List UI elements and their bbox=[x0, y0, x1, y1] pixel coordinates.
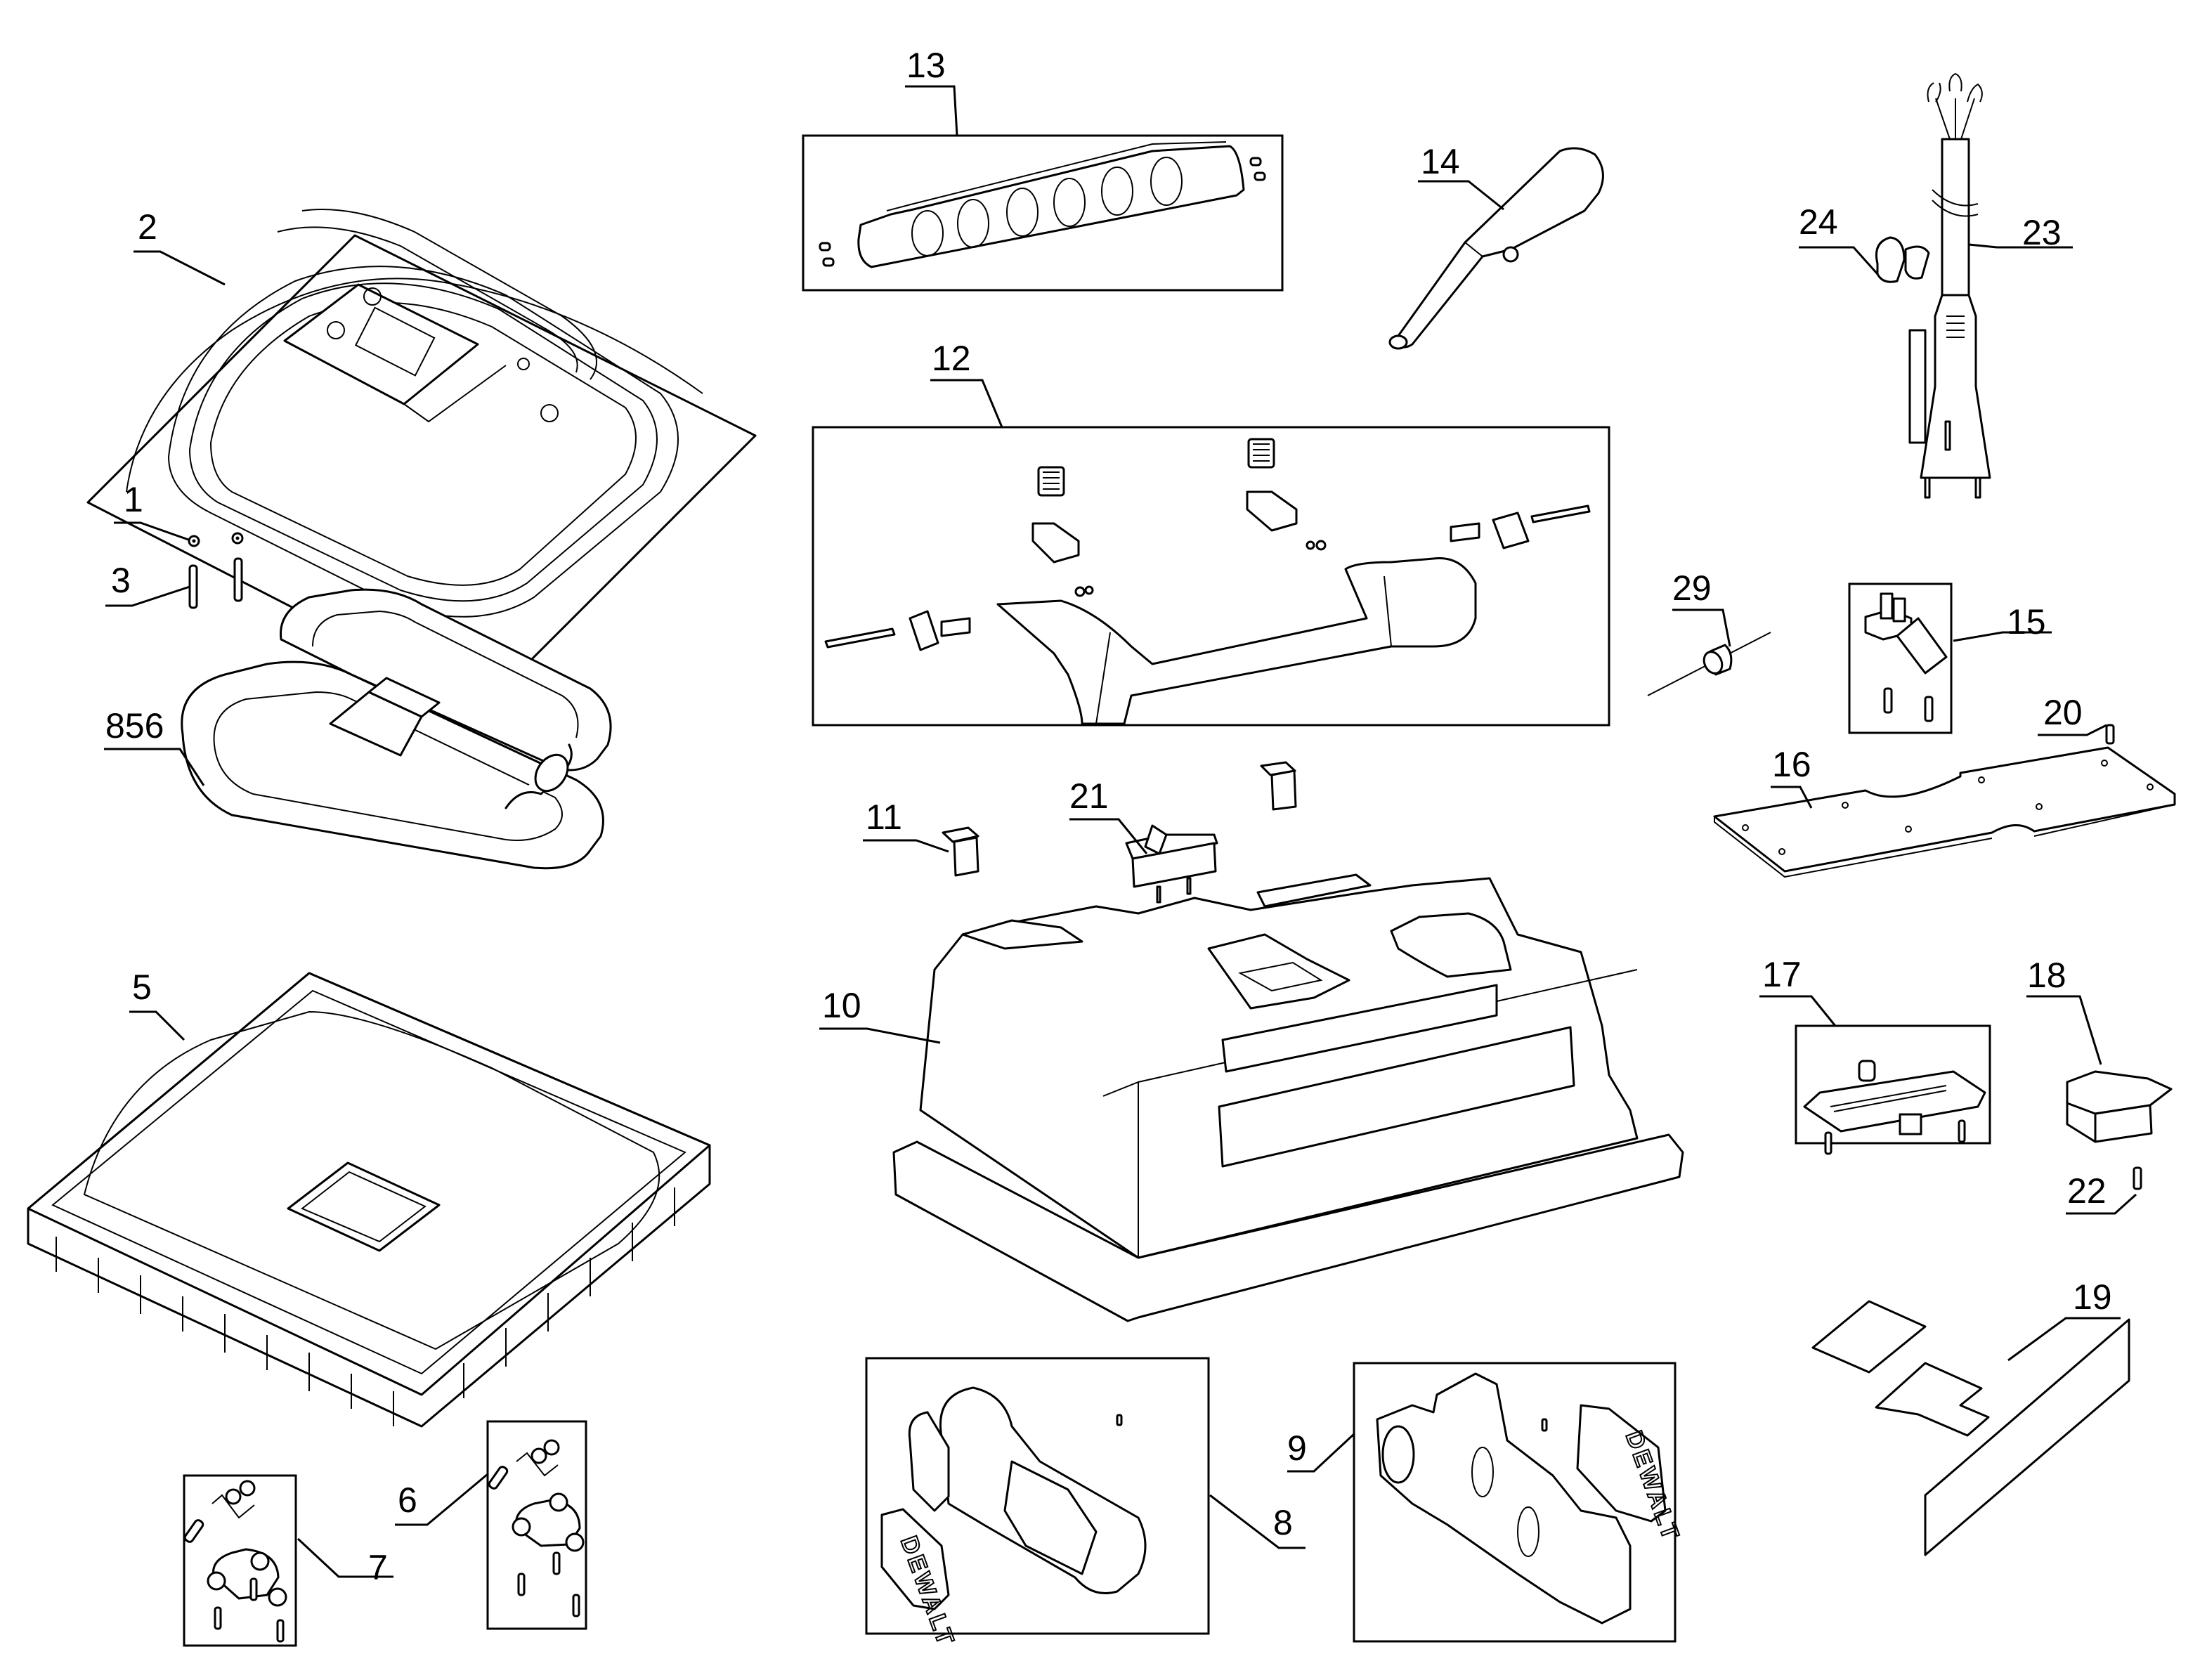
part-5-lens-frame bbox=[27, 972, 711, 1428]
callout-label-9: 9 bbox=[1287, 1428, 1307, 1468]
callout-label-22: 22 bbox=[2067, 1171, 2107, 1211]
callout-label-12: 12 bbox=[932, 339, 971, 378]
callout-label-16: 16 bbox=[1772, 745, 1811, 784]
part-8-box bbox=[865, 1357, 1210, 1635]
part-12-box bbox=[812, 426, 1610, 727]
part-10-main-housing bbox=[892, 873, 1684, 1322]
callout-19: 19 bbox=[2007, 1277, 2121, 1362]
part-11-outlet bbox=[942, 761, 1297, 877]
part-17-lamp-socket bbox=[1795, 1024, 1991, 1155]
callout-label-7: 7 bbox=[368, 1548, 388, 1587]
callout-label-20: 20 bbox=[2043, 693, 2083, 732]
callout-9: 9 bbox=[1287, 1428, 1356, 1473]
callout-2: 2 bbox=[134, 207, 226, 286]
callout-11: 11 bbox=[863, 797, 949, 853]
callout-17: 17 bbox=[1759, 955, 1837, 1027]
callout-23: 23 bbox=[1968, 213, 2073, 252]
part-21-rocker-switch bbox=[1125, 824, 1218, 904]
part-16-mounting-plate bbox=[1713, 746, 2176, 878]
callout-21: 21 bbox=[1069, 776, 1148, 854]
part-15-box bbox=[1848, 582, 1953, 734]
callout-24: 24 bbox=[1799, 202, 1879, 275]
callout-label-13: 13 bbox=[906, 46, 946, 85]
callout-20: 20 bbox=[2038, 693, 2107, 736]
part-19-label-set bbox=[1811, 1300, 2130, 1556]
callout-label-14: 14 bbox=[1421, 142, 1460, 181]
callout-10: 10 bbox=[819, 986, 941, 1044]
callout-label-8: 8 bbox=[1273, 1503, 1293, 1542]
callout-5: 5 bbox=[129, 968, 185, 1041]
callout-label-11: 11 bbox=[866, 797, 902, 837]
part-24-cord-clamp bbox=[1875, 236, 1930, 283]
callout-label-19: 19 bbox=[2073, 1277, 2112, 1317]
part-6-box bbox=[486, 1420, 587, 1630]
callout-6: 6 bbox=[395, 1473, 488, 1526]
part-7-box bbox=[183, 1474, 297, 1647]
callout-label-15: 15 bbox=[2007, 602, 2046, 642]
part-9-side-cover: DEWALT bbox=[1353, 1362, 1686, 1643]
part-8-side-cover: DEWALT bbox=[865, 1357, 1210, 1651]
part-856-lamp bbox=[181, 588, 612, 870]
part-15-switch-bracket bbox=[1848, 582, 1953, 734]
part-9-box bbox=[1353, 1362, 1677, 1643]
callout-22: 22 bbox=[2066, 1171, 2137, 1215]
part-14-stand-leg bbox=[1388, 147, 1604, 350]
callout-label-6: 6 bbox=[398, 1480, 417, 1520]
callout-15: 15 bbox=[1953, 602, 2052, 642]
callout-label-23: 23 bbox=[2022, 213, 2062, 252]
callout-label-3: 3 bbox=[111, 561, 131, 600]
callout-856: 856 bbox=[104, 706, 205, 786]
callout-13: 13 bbox=[905, 46, 958, 136]
part-29-ferrite-core bbox=[1647, 632, 1771, 696]
callout-label-24: 24 bbox=[1799, 202, 1838, 242]
callout-label-18: 18 bbox=[2027, 956, 2066, 995]
callout-label-2: 2 bbox=[138, 207, 157, 247]
callout-label-5: 5 bbox=[132, 968, 152, 1007]
part-23-power-cord bbox=[1908, 72, 1991, 499]
callout-label-29: 29 bbox=[1672, 568, 1712, 608]
part-18-terminal-block bbox=[2066, 1070, 2173, 1143]
callout-label-856: 856 bbox=[105, 706, 164, 745]
callout-7: 7 bbox=[297, 1537, 393, 1587]
callout-14: 14 bbox=[1418, 142, 1504, 211]
part-12-handle-assembly bbox=[812, 426, 1610, 727]
part-20-screw bbox=[2105, 724, 2115, 745]
callout-label-1: 1 bbox=[124, 480, 143, 519]
part-13-box bbox=[802, 134, 1284, 292]
callout-label-17: 17 bbox=[1762, 955, 1802, 994]
part-22-screw bbox=[2133, 1166, 2142, 1190]
callout-1: 1 bbox=[114, 480, 189, 541]
callout-3: 3 bbox=[105, 561, 190, 607]
callout-label-21: 21 bbox=[1069, 776, 1109, 816]
part-17-box bbox=[1795, 1024, 1991, 1145]
part-6-latch-kit bbox=[486, 1420, 587, 1630]
callout-8: 8 bbox=[1209, 1494, 1306, 1549]
callout-16: 16 bbox=[1771, 745, 1813, 809]
callout-29: 29 bbox=[1672, 568, 1731, 647]
callout-12: 12 bbox=[930, 339, 1003, 428]
part-7-latch-kit bbox=[183, 1474, 297, 1647]
callout-18: 18 bbox=[2026, 956, 2102, 1065]
callout-label-10: 10 bbox=[822, 986, 861, 1025]
part-13-grip-handle bbox=[802, 134, 1284, 292]
